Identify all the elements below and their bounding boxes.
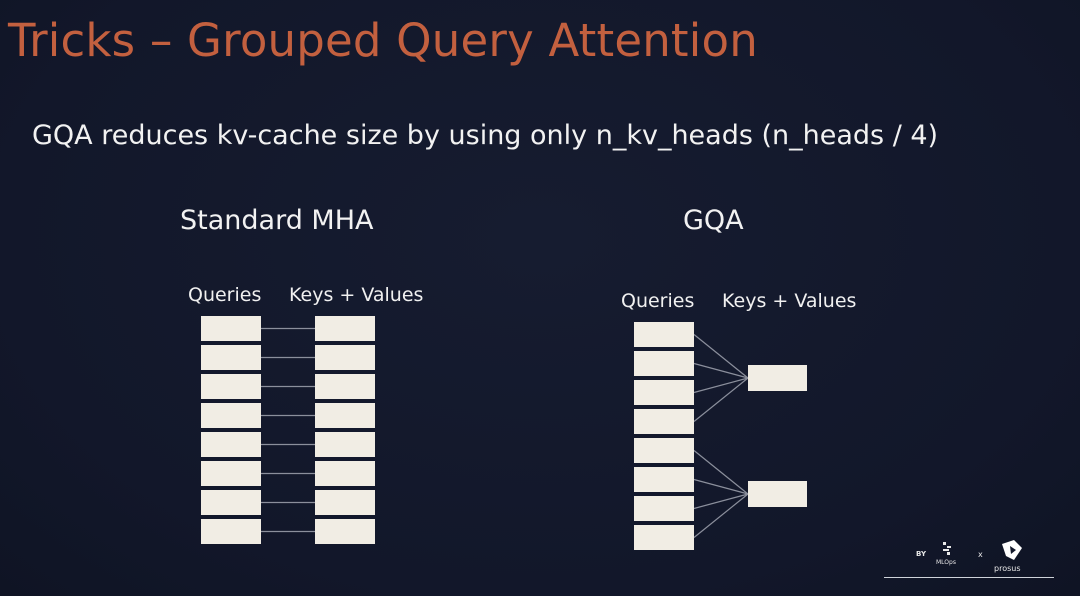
footer-prosus-text: prosus xyxy=(994,564,1021,573)
slide-subtitle: GQA reduces kv-cache size by using only … xyxy=(32,120,939,151)
mha-queries-label: Queries xyxy=(188,284,262,306)
gqa-queries-label: Queries xyxy=(621,290,695,312)
gqa-kv-block xyxy=(748,365,807,391)
prosus-logo-icon xyxy=(1002,540,1022,560)
footer-by-text: BY xyxy=(916,550,927,558)
mha-query-block xyxy=(201,432,261,457)
mha-kv-block xyxy=(315,490,375,515)
gqa-connector xyxy=(693,493,749,510)
gqa-connector xyxy=(693,334,749,379)
mlops-logo-icon xyxy=(943,542,951,555)
gqa-connector xyxy=(693,478,749,495)
gqa-connector xyxy=(693,362,749,379)
gqa-connector xyxy=(693,377,749,422)
gqa-connector xyxy=(693,450,749,495)
gqa-query-block xyxy=(634,438,694,463)
mha-kv-block xyxy=(315,519,375,544)
gqa-query-block xyxy=(634,496,694,521)
mha-query-block xyxy=(201,519,261,544)
mha-query-block xyxy=(201,403,261,428)
gqa-kv-block xyxy=(748,481,807,507)
mha-query-block xyxy=(201,490,261,515)
gqa-query-block xyxy=(634,322,694,347)
gqa-connector xyxy=(693,493,749,538)
mha-kv-block xyxy=(315,345,375,370)
mha-kv-block xyxy=(315,432,375,457)
mha-kv-block xyxy=(315,316,375,341)
gqa-query-block xyxy=(634,351,694,376)
gqa-connector xyxy=(693,377,749,394)
mha-kv-label: Keys + Values xyxy=(289,284,424,306)
mha-heading: Standard MHA xyxy=(180,205,374,236)
gqa-query-block xyxy=(634,380,694,405)
footer-divider xyxy=(884,577,1054,578)
mha-query-block xyxy=(201,345,261,370)
mha-query-block xyxy=(201,316,261,341)
mha-query-block xyxy=(201,374,261,399)
slide-title: Tricks – Grouped Query Attention xyxy=(8,14,758,67)
mha-kv-block xyxy=(315,403,375,428)
mha-kv-block xyxy=(315,374,375,399)
gqa-heading: GQA xyxy=(683,205,744,236)
footer-mlops-text: MLOps xyxy=(936,559,956,566)
gqa-query-block xyxy=(634,525,694,550)
gqa-query-block xyxy=(634,409,694,434)
mha-kv-block xyxy=(315,461,375,486)
footer-x-text: x xyxy=(978,550,983,559)
gqa-kv-label: Keys + Values xyxy=(722,290,857,312)
footer-logos: BY MLOps x prosus xyxy=(884,534,1060,584)
mha-query-block xyxy=(201,461,261,486)
gqa-query-block xyxy=(634,467,694,492)
